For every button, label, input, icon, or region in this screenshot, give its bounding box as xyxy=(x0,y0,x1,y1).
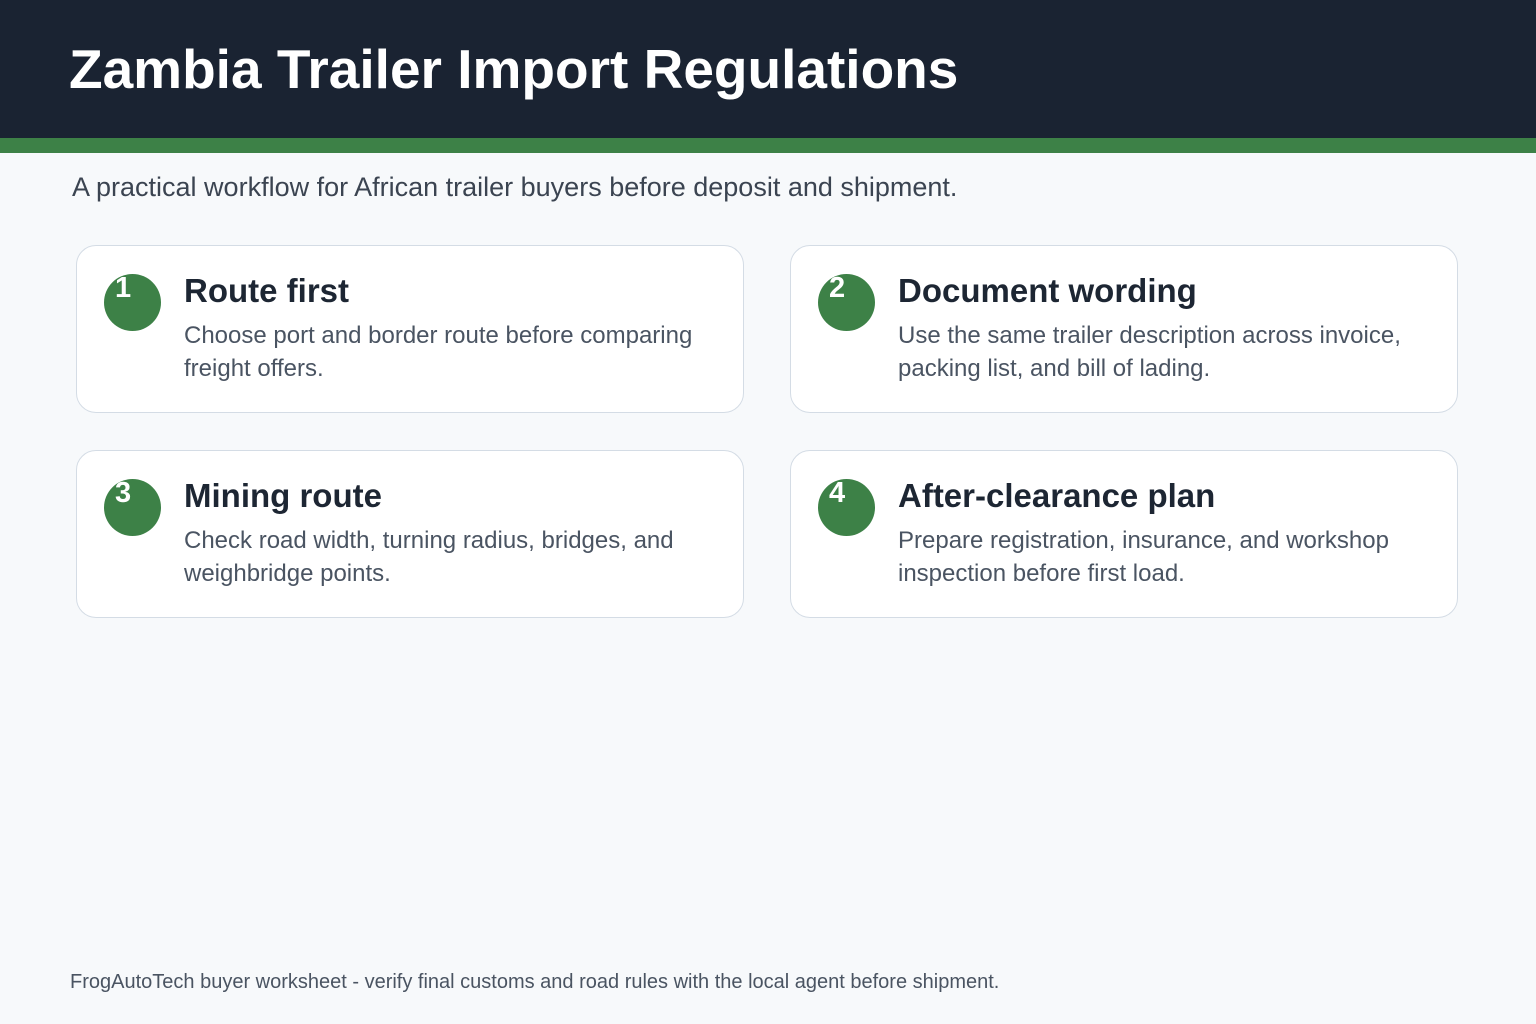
step-number: 2 xyxy=(829,272,846,304)
step-description: Check road width, turning radius, bridge… xyxy=(184,527,674,587)
step-description: Use the same trailer description across … xyxy=(898,322,1401,382)
step-card-route-first: 1 Route first Choose port and border rou… xyxy=(76,245,744,413)
step-number-badge: 4 xyxy=(818,477,875,536)
step-number-badge: 2 xyxy=(818,272,875,331)
step-number-badge: 3 xyxy=(104,477,161,536)
step-number: 4 xyxy=(829,477,846,509)
footer-note: FrogAutoTech buyer worksheet - verify fi… xyxy=(70,971,1000,993)
step-title: After-clearance plan xyxy=(898,477,1216,514)
step-number: 1 xyxy=(115,272,132,304)
step-number-badge: 1 xyxy=(104,272,161,331)
step-description: Prepare registration, insurance, and wor… xyxy=(898,527,1389,587)
step-title: Route first xyxy=(184,272,349,309)
step-card-after-clearance-plan: 4 After-clearance plan Prepare registrat… xyxy=(790,450,1458,618)
step-description: Choose port and border route before comp… xyxy=(184,322,693,382)
page-header: Zambia Trailer Import Regulations xyxy=(0,0,1536,138)
step-number: 3 xyxy=(115,477,132,509)
step-card-document-wording: 2 Document wording Use the same trailer … xyxy=(790,245,1458,413)
step-title: Document wording xyxy=(898,272,1197,309)
step-title: Mining route xyxy=(184,477,382,514)
step-card-mining-route: 3 Mining route Check road width, turning… xyxy=(76,450,744,618)
header-accent-bar xyxy=(0,138,1536,153)
page-title: Zambia Trailer Import Regulations xyxy=(69,38,959,100)
page-subtitle: A practical workflow for African trailer… xyxy=(72,172,958,202)
